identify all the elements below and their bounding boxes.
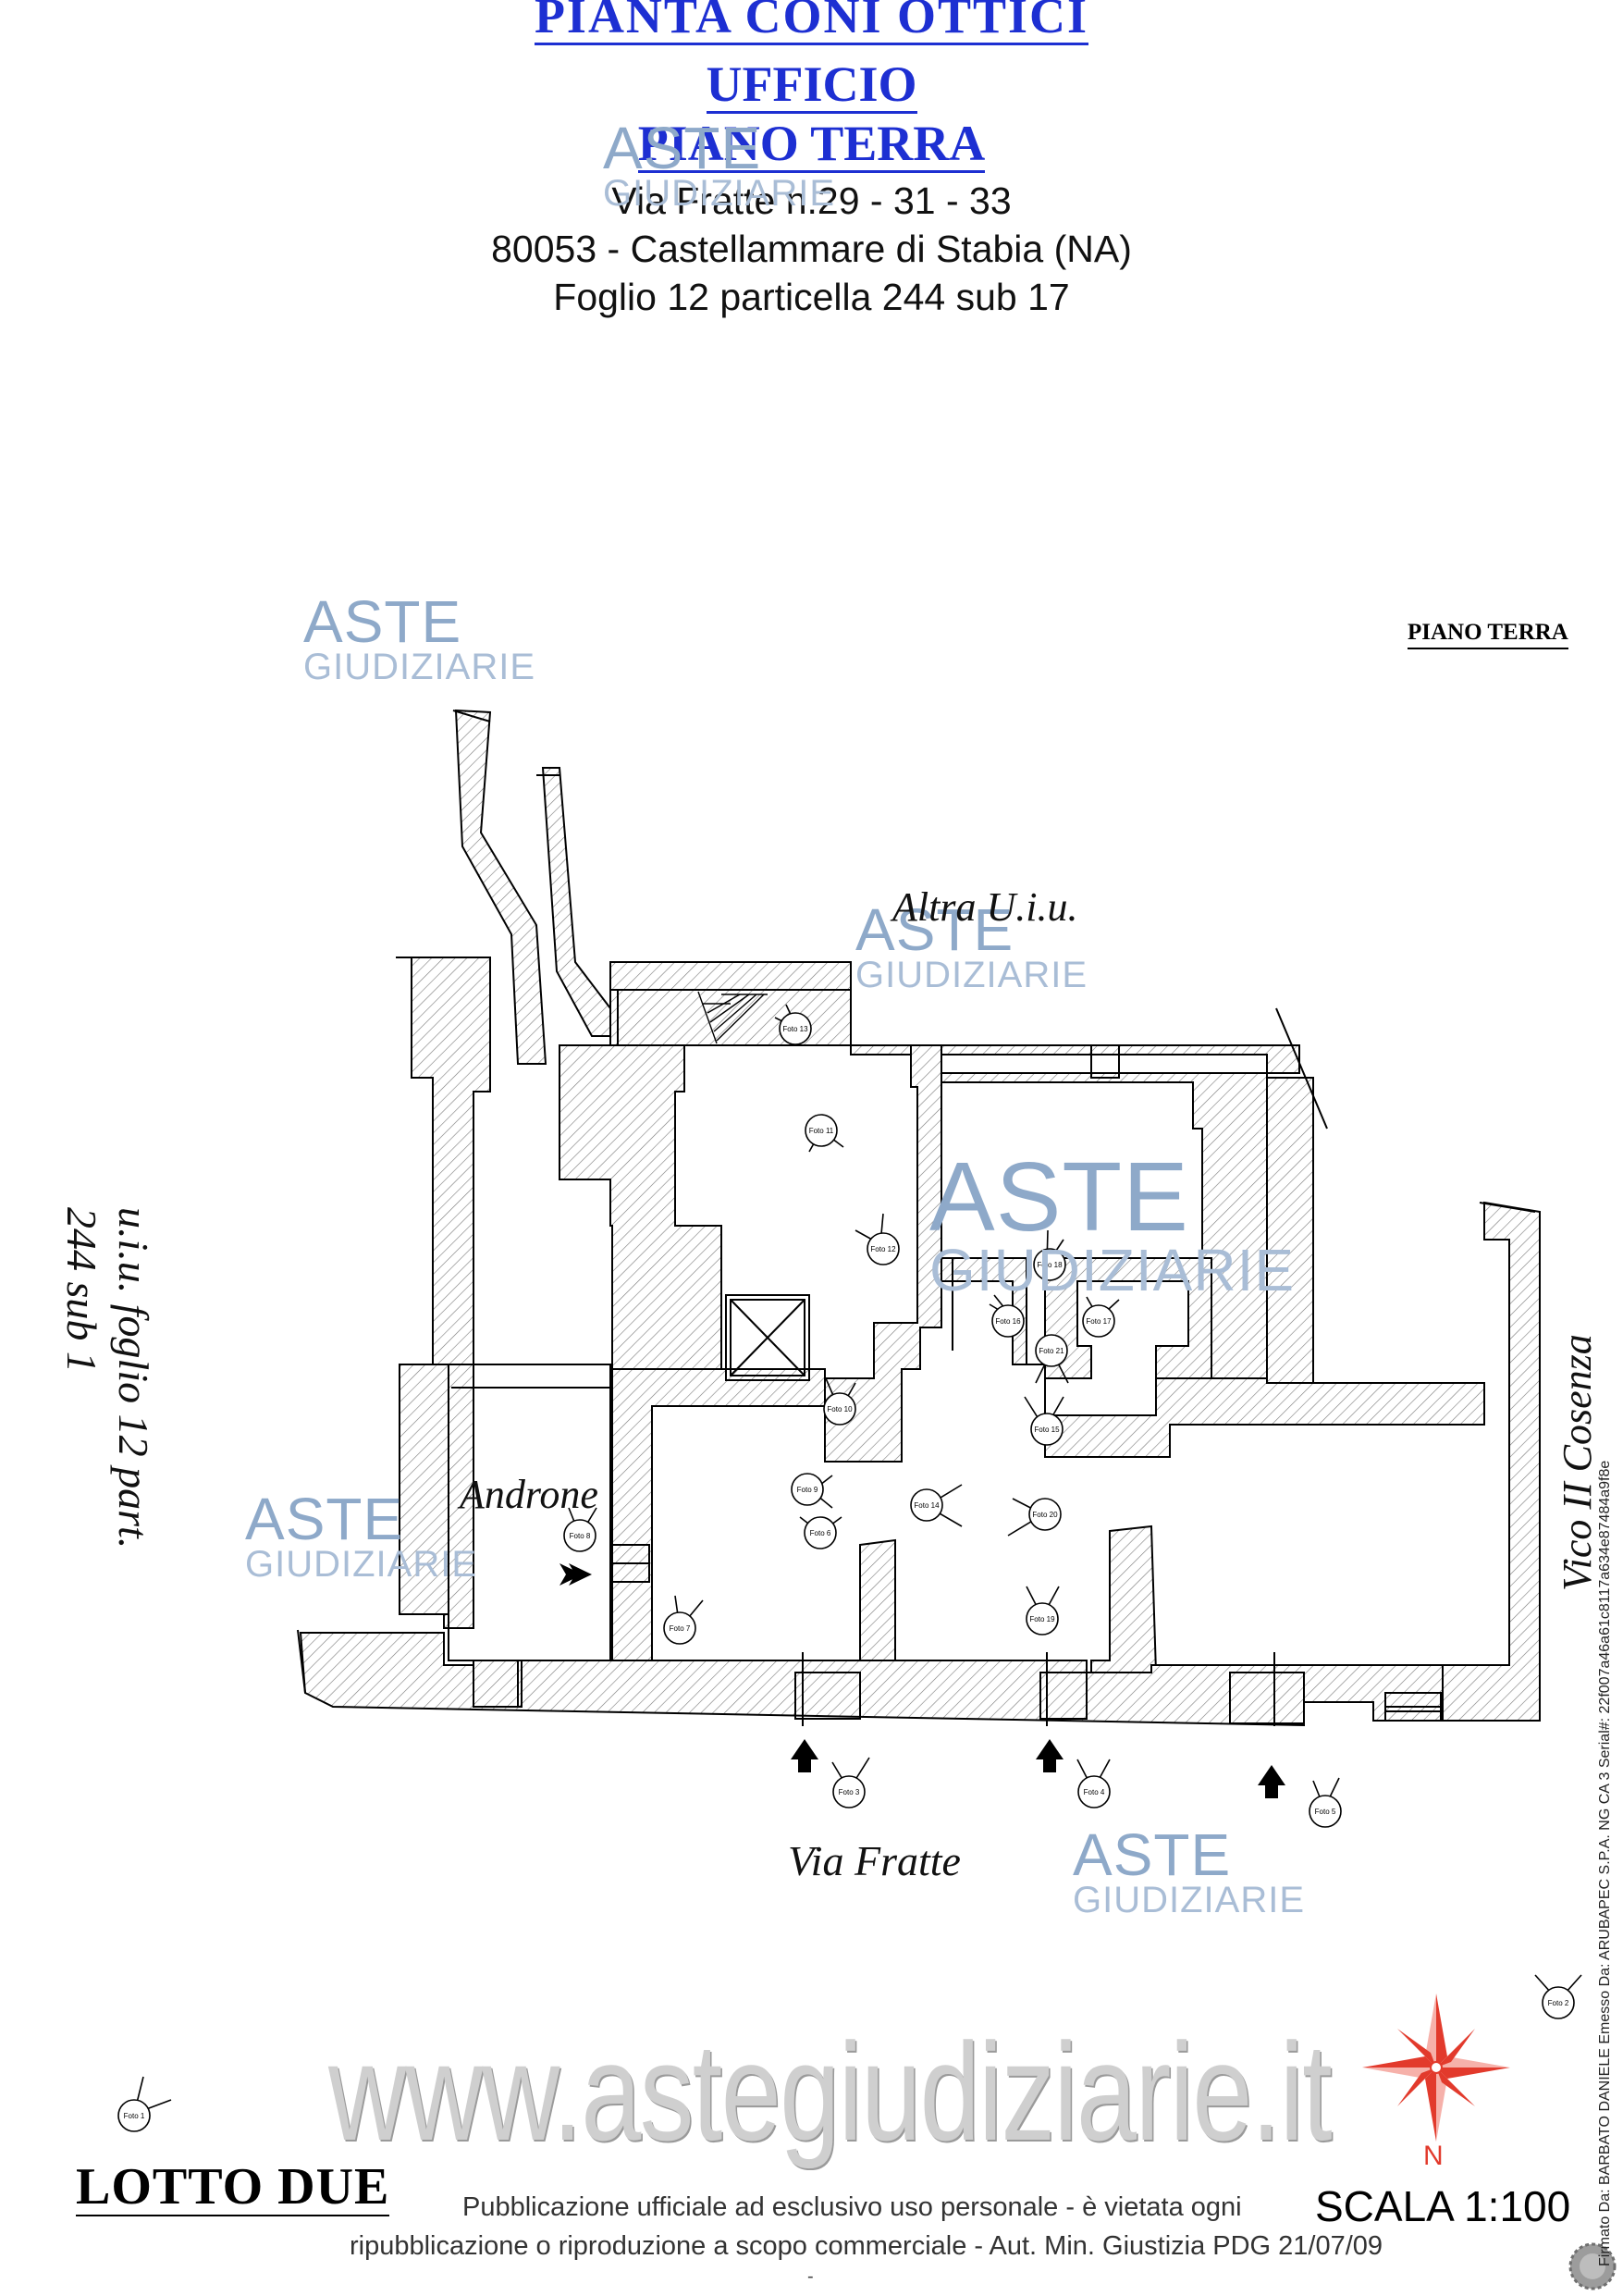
wall-stair [609,989,619,1046]
photo-18-label: Foto 18 [1037,1261,1063,1269]
photo-8-label: Foto 8 [570,1532,591,1540]
photo-12-label: Foto 12 [870,1245,896,1253]
label-vico-cosenza: Vico II Cosenza [1555,1334,1600,1591]
wall-mid [611,1368,826,1661]
address-street: Via Fratte n.29 - 31 - 33 [611,179,1012,222]
staircase-treads [697,991,768,1044]
photo-15-label: Foto 15 [1034,1426,1060,1434]
wall-south [299,1632,1444,1727]
photo-markers [133,1004,1582,2115]
wall-core-right [1044,1257,1212,1379]
publication-notice-line1: Pubblicazione ufficiale ad esclusivo uso… [462,2192,1242,2222]
photo-14-label: Foto 14 [914,1501,940,1510]
stair-block [617,989,852,1046]
wall-east [1266,1077,1314,1384]
compass-north-label: N [1423,2141,1444,2171]
photo-3-label: Foto 3 [839,1788,860,1796]
photo-2-label: Foto 2 [1548,1999,1569,2007]
plan-title: PIANTA CONI OTTICI [0,0,1623,46]
wall-east-outer [1442,1201,1541,1722]
photo-20-label: Foto 20 [1032,1511,1058,1519]
entrance-arrows [559,1563,1285,1798]
wall-partition-1 [859,1538,896,1673]
wall-duct-right [541,767,611,1037]
wall-duct-left [454,709,547,1065]
label-uiu-foglio: u.i.u. foglio 12 part. 244 sub 1 [58,1207,157,1549]
scale-label: SCALA 1:100 [1315,2182,1571,2230]
wall-west [396,957,491,1629]
photo-4-label: Foto 4 [1084,1788,1105,1796]
wall-central-left [559,1044,722,1375]
photo-11-label: Foto 11 [809,1127,834,1135]
photo-circles: Foto 13 Foto 11 Foto 12 Foto 10 Foto 18 … [117,1012,1575,2132]
wall-north [609,961,1300,1074]
photo-17-label: Foto 17 [1086,1317,1112,1326]
photo-10-label: Foto 10 [827,1405,853,1413]
wall-partition-2 [1090,1524,1158,1673]
wall-central-middle [824,1044,942,1463]
photo-1-label: Foto 1 [124,2112,145,2120]
address-city: 80053 - Castellammare di Stabia (NA) [491,228,1132,270]
photo-19-label: Foto 19 [1029,1615,1055,1623]
plan-subtitle-piano: PIANO TERRA [0,115,1623,174]
shaft [730,1299,805,1376]
photo-9-label: Foto 9 [797,1486,818,1494]
plan-subtitle-ufficio: UFFICIO [0,56,1623,115]
digital-signature: Firmato Da: BARBATO DANIELE Emesso Da: A… [1597,1460,1613,2266]
lot-title: LOTTO DUE [76,2158,390,2216]
floor-label: PIANO TERRA [1408,620,1568,649]
photo-7-label: Foto 7 [670,1624,691,1633]
photo-6-label: Foto 6 [810,1529,831,1537]
label-androne: Androne [460,1472,598,1517]
wall-androne [399,1364,449,1615]
address-cadastral: Foglio 12 particella 244 sub 17 [553,276,1070,318]
photo-13-label: Foto 13 [782,1025,808,1033]
photo-21-label: Foto 21 [1039,1347,1064,1355]
publication-notice-line2: ripubblicazione o riproduzione a scopo c… [350,2231,1383,2261]
photo-5-label: Foto 5 [1315,1808,1336,1816]
label-altra-uiu: Altra U.i.u. [892,884,1078,930]
website-watermark: www.astegiudiziarie.it [328,2014,1333,2169]
wall-mid-right [1027,1364,1485,1458]
photo-16-label: Foto 16 [995,1317,1021,1326]
footer-dash: - [807,2266,814,2287]
wall-core [941,1257,1027,1365]
label-via-fratte: Via Fratte [788,1837,961,1884]
compass-rose-icon [1362,1994,1510,2142]
seal-icon [1568,2242,1617,2290]
